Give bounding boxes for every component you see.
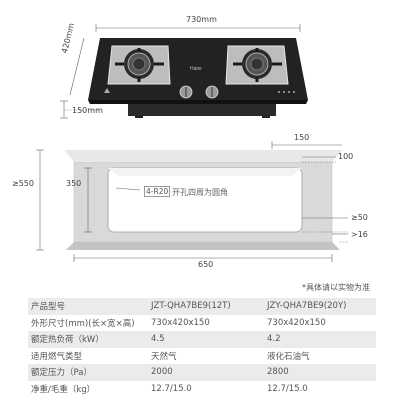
label-cutout-top-offset: 100	[338, 152, 354, 161]
left-burner	[107, 45, 171, 85]
label-height: 150mm	[72, 106, 103, 115]
table-cell: 外形尺寸(mm)(长×宽×高)	[31, 318, 135, 329]
width-dimension	[95, 24, 301, 32]
brand-logo: Haier	[190, 66, 202, 72]
table-cell: 液化石油气	[267, 351, 310, 362]
table-cell: 额定热负荷（kW）	[28, 331, 148, 348]
cooktop	[88, 38, 308, 118]
label-overall-depth: ≥550	[12, 179, 34, 188]
table-cell: 12.7/15.0	[267, 383, 308, 394]
table-row: 净重/毛重（kg） 12.7/15.0 12.7/15.0	[28, 381, 376, 398]
right-knob	[205, 85, 219, 99]
table-cell: JZT-QHA7BE9(12T)	[148, 298, 264, 315]
control-indicators	[278, 91, 295, 93]
disclaimer-note: *具体请以实物为准	[302, 283, 370, 292]
label-bottom-margin: ≥50	[351, 213, 368, 222]
table-cell: 产品型号	[28, 298, 148, 315]
cutout-diagram	[36, 141, 348, 262]
table-cell: 4.2	[264, 331, 376, 348]
height-dimension	[60, 100, 100, 119]
label-width: 730mm	[186, 15, 217, 24]
table-cell: 净重/毛重（kg）	[31, 384, 96, 395]
table-cell: JZY-QHA7BE9(20Y)	[264, 298, 376, 315]
table-row: 适用燃气类型 天然气 液化石油气	[28, 348, 376, 365]
depth-dimension	[69, 37, 85, 96]
table-cell: 12.7/15.0	[151, 383, 192, 394]
table-cell: 适用燃气类型	[31, 351, 83, 362]
table-cell: 额定压力（Pa）	[28, 364, 148, 381]
table-cell: 2000	[148, 364, 264, 381]
table-cell: 天然气	[151, 351, 177, 362]
label-corner-radius: 4-R20	[144, 186, 171, 197]
left-knob	[179, 85, 193, 99]
table-row: 外形尺寸(mm)(长×宽×高) 730x420x150 730x420x150	[28, 315, 376, 332]
label-cutout-width: 650	[198, 260, 214, 269]
flame-icon	[104, 88, 110, 93]
label-side-margin: >16	[351, 230, 368, 239]
right-burner	[225, 45, 289, 85]
table-cell: 730x420x150	[267, 317, 326, 328]
label-corner-note: 开孔四周为圆角	[172, 188, 228, 197]
table-cell: 4.5	[148, 331, 264, 348]
product-diagram	[36, 24, 348, 262]
label-cutout-depth: 350	[66, 179, 82, 188]
table-cell: 2800	[264, 364, 376, 381]
label-cutout-right-offset: 150	[294, 133, 310, 142]
table-cell: 730x420x150	[151, 317, 210, 328]
